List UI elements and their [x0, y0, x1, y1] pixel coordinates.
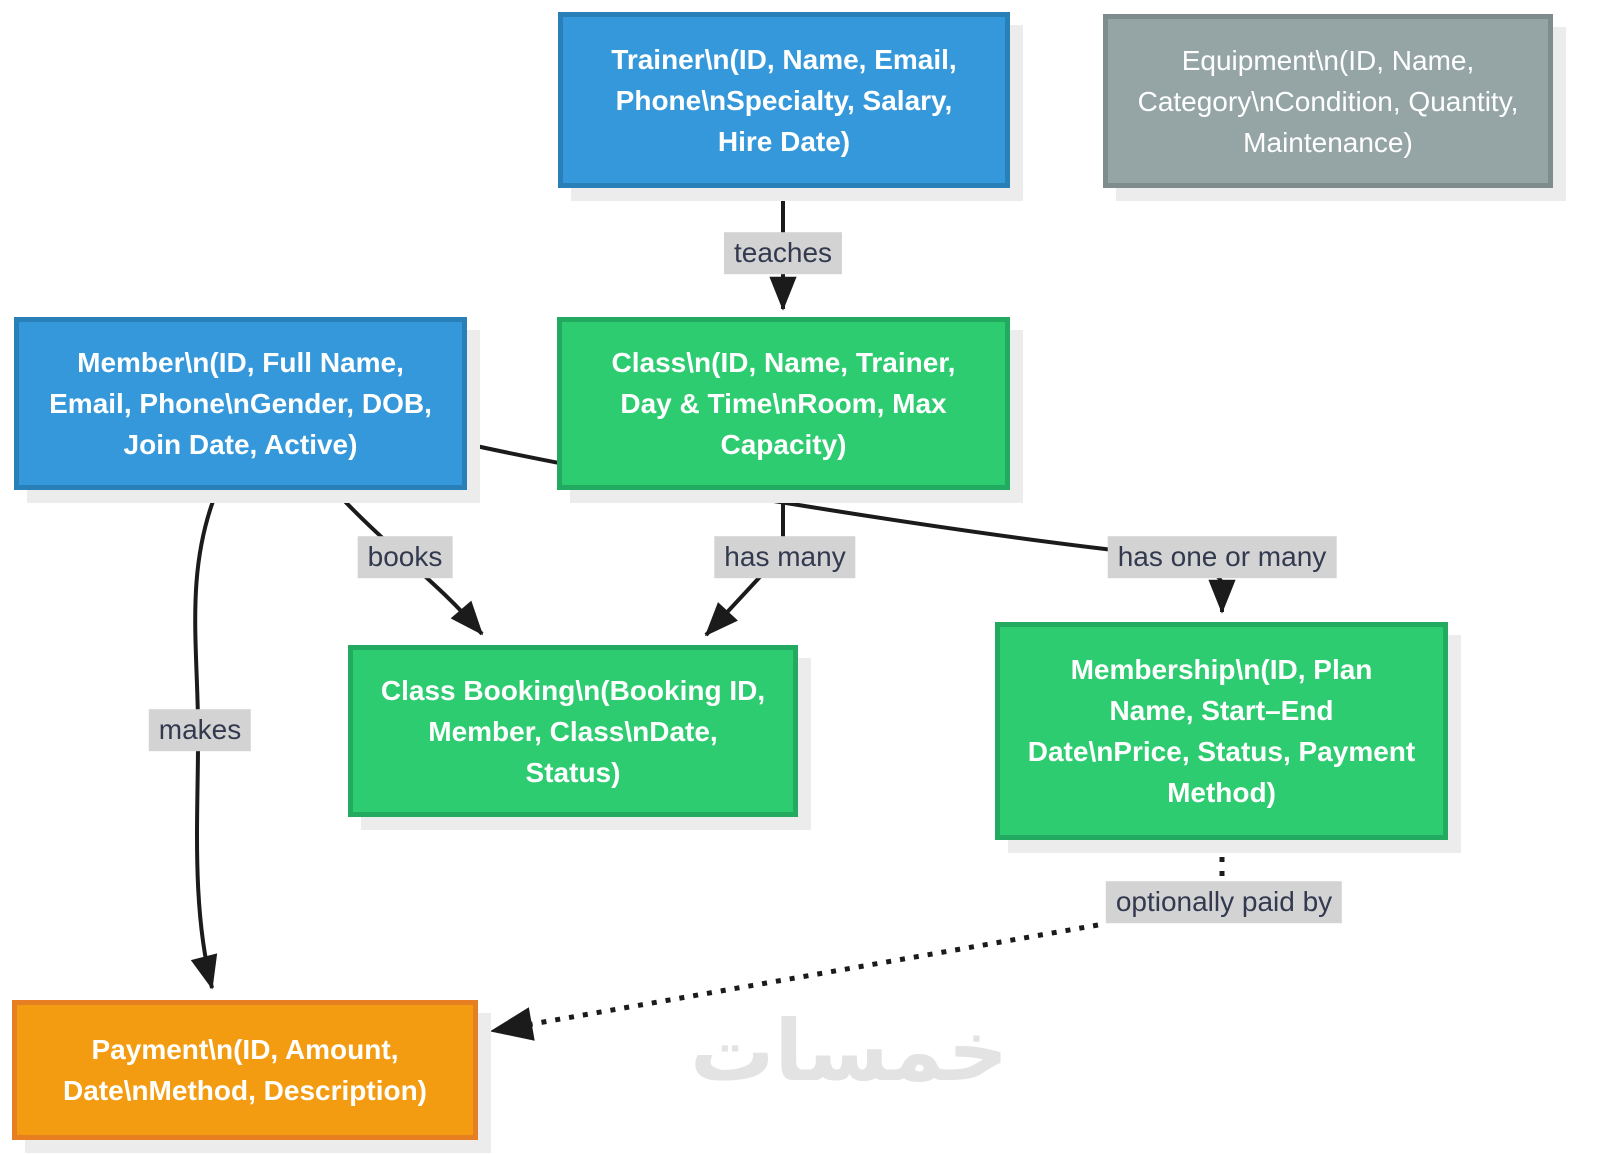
- entity-payment-label: Payment\n(ID, Amount, Date\nMethod, Desc…: [62, 1034, 427, 1106]
- edge-label-teaches: teaches: [723, 232, 843, 274]
- edge-label-optionally-paid-by: optionally paid by: [1105, 881, 1343, 923]
- entity-equipment-label: Equipment\n(ID, Name, Category\nConditio…: [1137, 44, 1519, 158]
- entity-class-booking: Class Booking\n(Booking ID, Member, Clas…: [348, 645, 798, 817]
- entity-trainer: Trainer\n(ID, Name, Email, Phone\nSpecia…: [558, 12, 1010, 188]
- entity-class: Class\n(ID, Name, Trainer, Day & Time\nR…: [557, 317, 1010, 490]
- entity-trainer-label: Trainer\n(ID, Name, Email, Phone\nSpecia…: [611, 43, 957, 157]
- edge-optionally-paid-by-line: [489, 922, 1099, 1041]
- entity-membership: Membership\n(ID, Plan Name, Start–End Da…: [995, 622, 1448, 840]
- edge-label-makes: makes: [148, 709, 252, 751]
- edge-label-books: books: [357, 536, 453, 578]
- entity-class-booking-label: Class Booking\n(Booking ID, Member, Clas…: [380, 674, 766, 788]
- entity-equipment: Equipment\n(ID, Name, Category\nConditio…: [1103, 14, 1553, 188]
- edge-label-has-many: has many: [714, 536, 856, 578]
- entity-membership-label: Membership\n(ID, Plan Name, Start–End Da…: [1027, 654, 1416, 808]
- entity-member-label: Member\n(ID, Full Name, Email, Phone\nGe…: [49, 347, 432, 460]
- edge-label-has-one-or-many: has one or many: [1107, 536, 1337, 578]
- entity-class-label: Class\n(ID, Name, Trainer, Day & Time\nR…: [611, 347, 956, 460]
- entity-member: Member\n(ID, Full Name, Email, Phone\nGe…: [14, 317, 467, 490]
- entity-payment: Payment\n(ID, Amount, Date\nMethod, Desc…: [12, 1000, 478, 1140]
